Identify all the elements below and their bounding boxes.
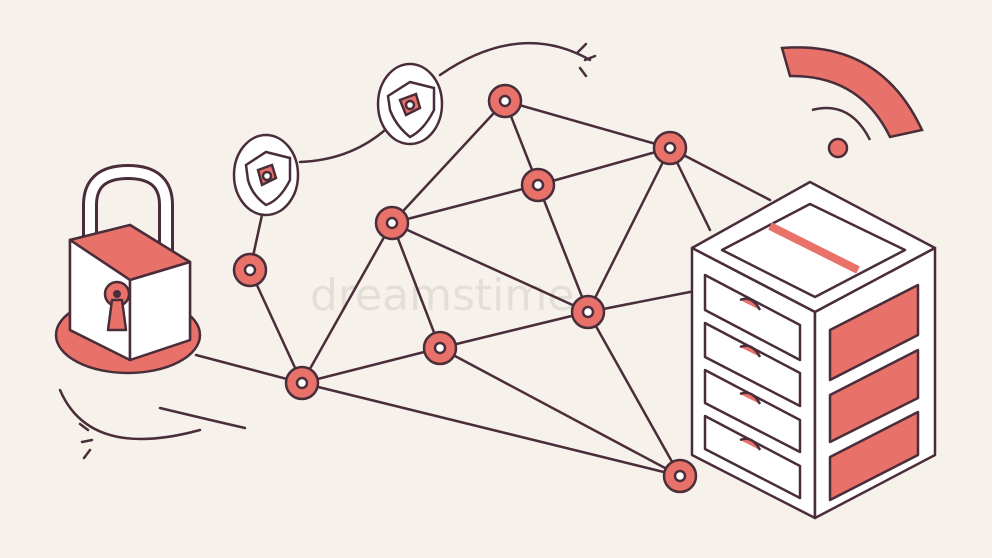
shield-icon bbox=[232, 133, 300, 217]
network-node-icon bbox=[652, 130, 688, 166]
wifi-icon bbox=[780, 46, 924, 159]
watermark-text: dreamstime bbox=[310, 270, 574, 321]
padlock-icon bbox=[54, 164, 202, 375]
network-nodes bbox=[232, 83, 698, 494]
network-node-icon bbox=[570, 294, 606, 330]
decorative-arcs bbox=[58, 42, 597, 460]
server-rack-icon bbox=[690, 180, 937, 520]
shield-icon bbox=[376, 62, 444, 146]
network-node-icon bbox=[520, 167, 556, 203]
network-node-icon bbox=[232, 252, 268, 288]
network-node-icon bbox=[422, 330, 458, 366]
network-node-icon bbox=[662, 458, 698, 494]
network-node-icon bbox=[374, 205, 410, 241]
network-node-icon bbox=[284, 365, 320, 401]
network-node-icon bbox=[487, 83, 523, 119]
